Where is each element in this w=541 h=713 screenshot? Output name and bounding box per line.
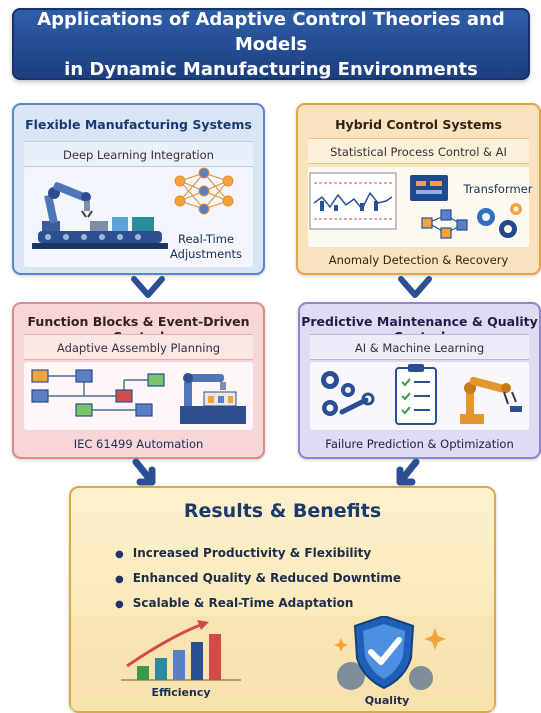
panel-flexible-manufacturing: Flexible Manufacturing Systems Deep Lear… [12,103,265,275]
flexible-caption-line1: Real-Time [178,232,234,246]
panel-function-subtitle: Adaptive Assembly Planning [24,334,253,360]
robot-arm-icon [460,376,522,424]
flowchart-icon [421,209,468,239]
clipboard-checklist-icon [395,364,437,425]
trend-arrow-icon [126,620,209,668]
panel-hybrid-subtitle: Statistical Process Control & AI [308,138,529,164]
quality-label: Quality [365,694,410,707]
panel-results-benefits: Results & Benefits Increased Productivit… [69,486,496,713]
title-line-1: Applications of Adaptive Control Theorie… [37,8,505,55]
results-illustration-svg: Efficiency Quality [71,616,494,711]
panel-function-illustration [24,362,253,430]
panel-hybrid-control: Hybrid Control Systems Statistical Proce… [296,103,541,275]
arrow-hybrid-to-predictive [398,276,432,298]
function-illustration-svg [31,369,246,424]
arrow-flexible-to-function [131,276,165,298]
sparkle-icon [334,628,446,652]
robot-station-icon [180,373,246,424]
predictive-illustration-svg [321,364,522,425]
results-bullet-2: Enhanced Quality & Reduced Downtime [115,571,401,585]
bar-chart-icon [121,634,241,681]
diagram-title: Applications of Adaptive Control Theorie… [12,8,530,80]
monitor-icon [410,175,448,201]
efficiency-label: Efficiency [151,686,210,699]
hybrid-transformer-label: Transformer [462,182,532,196]
results-bullet-3: Scalable & Real-Time Adaptation [115,596,354,610]
results-bullet-1: Increased Productivity & Flexibility [115,546,371,560]
arrow-function-to-results [132,458,156,486]
hybrid-illustration-svg: Transformer [309,172,533,239]
gears-wrench-icon [321,371,375,416]
panel-flexible-subtitle: Deep Learning Integration [24,141,253,167]
shield-check-icon [337,616,433,690]
panel-flexible-title: Flexible Manufacturing Systems [25,117,252,132]
gear-icon [477,203,522,238]
panel-function-footer: IEC 61499 Automation [73,437,204,451]
control-chart-icon [309,172,397,230]
panel-function-blocks: Function Blocks & Event-Driven Control A… [12,302,265,459]
panel-predictive-maintenance: Predictive Maintenance & Quality Control… [298,302,541,459]
panel-predictive-subtitle: AI & Machine Learning [310,334,529,360]
panel-predictive-footer: Failure Prediction & Optimization [325,437,514,451]
neural-network-icon [174,167,234,215]
results-title: Results & Benefits [183,500,382,522]
flowchart-icon [31,369,165,417]
robot-arm-icon [42,182,93,231]
panel-hybrid-footer: Anomaly Detection & Recovery [328,253,509,267]
arrow-predictive-to-results [396,458,420,486]
panel-predictive-illustration [310,362,529,430]
flexible-caption-line2: Adjustments [170,247,242,261]
flexible-illustration-svg: Real-Time Adjustments [32,167,242,261]
conveyor-icon [32,217,168,249]
title-line-2: in Dynamic Manufacturing Environments [64,58,478,80]
panel-hybrid-illustration: Transformer [308,167,533,247]
panel-flexible-illustration: Real-Time Adjustments [24,167,253,267]
panel-hybrid-title: Hybrid Control Systems [335,117,502,132]
